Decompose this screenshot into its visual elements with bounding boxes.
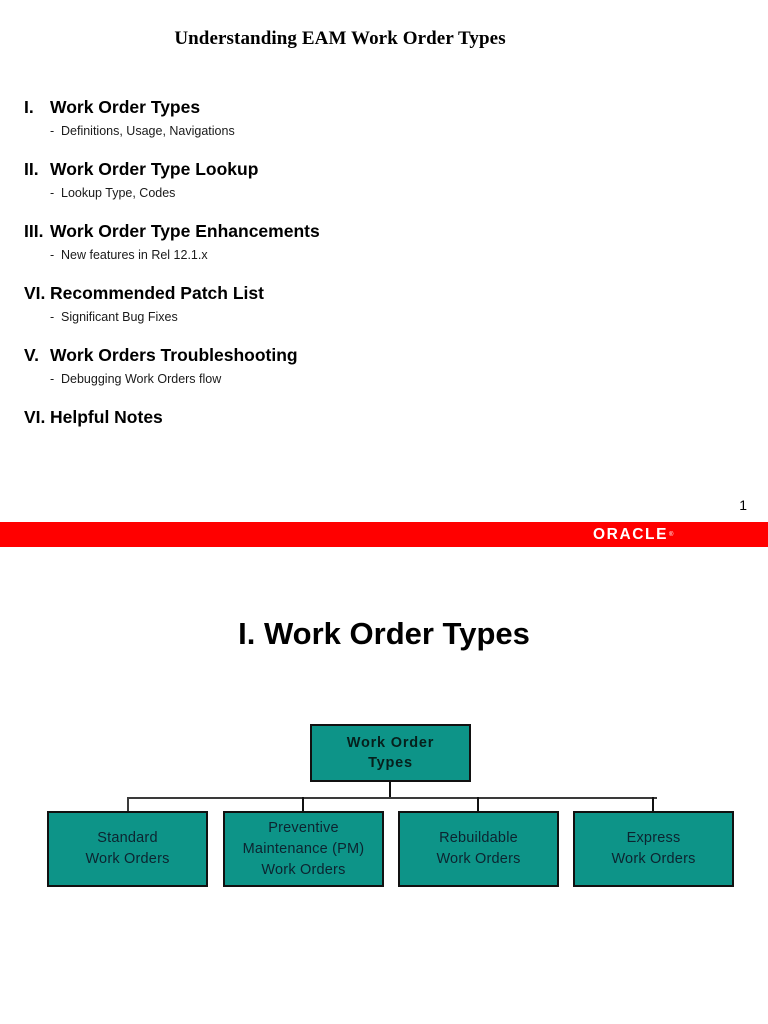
agenda-item-5-subtext-row: -Debugging Work Orders flow [0, 371, 768, 387]
agenda-item-3-subtext: New features in Rel 12.1.x [61, 248, 208, 262]
node-express-work-orders: Express Work Orders [573, 811, 734, 887]
node-standard-work-orders: Standard Work Orders [47, 811, 208, 887]
node-rebuildable-work-orders-line-2: Work Orders [436, 851, 521, 867]
agenda-item-2-numeral: II. [24, 159, 39, 179]
agenda-item-2-subtext: Lookup Type, Codes [61, 186, 176, 200]
agenda-item-5-dash: - [50, 372, 55, 386]
section-title: I. Work Order Types [238, 615, 530, 651]
node-preventive-maintenance-work-orders-line-3: Work Orders [261, 861, 346, 878]
agenda-item-3-subtext-row: -New features in Rel 12.1.x [0, 247, 768, 263]
agenda-item-5-heading: V. Work Orders Troubleshooting [0, 344, 768, 366]
agenda-item-3-heading: III. Work Order Type Enhancements [0, 220, 768, 242]
agenda-item-5: V. Work Orders Troubleshooting -Debugging… [0, 344, 768, 387]
node-preventive-maintenance-work-orders-line-2: Maintenance (PM) [242, 840, 365, 857]
agenda-item-5-numeral: V. [24, 345, 39, 365]
agenda-item-4: VI.Recommended Patch List -Significant B… [0, 282, 768, 325]
agenda-item-4-subtext: Significant Bug Fixes [61, 310, 178, 324]
connector-horizontal-bus [127, 797, 657, 799]
agenda-item-4-heading: VI.Recommended Patch List [0, 282, 768, 304]
connector-drop-preventive [302, 797, 304, 812]
connector-root-stem [389, 782, 391, 798]
agenda-item-6: VI.Helpful Notes [0, 406, 768, 428]
agenda-item-1-dash: - [50, 124, 55, 138]
oracle-wordmark: ORACLE [593, 526, 669, 543]
agenda-item-3-title: Work Order Type Enhancements [50, 221, 320, 241]
connector-drop-express [652, 797, 654, 812]
node-standard-work-orders-line-2: Work Orders [85, 851, 170, 867]
agenda-item-6-heading: VI.Helpful Notes [0, 406, 768, 428]
node-express-work-orders-line-1: Express [626, 830, 681, 846]
agenda-item-2-dash: - [50, 186, 55, 200]
work-order-types-org-chart: Work Order Types Standard Work Orders Pr… [0, 707, 768, 967]
agenda-item-1: I. Work Order Types -Definitions, Usage, … [0, 96, 768, 139]
node-work-order-types-line-2: Types [368, 755, 413, 771]
agenda-item-1-title: Work Order Types [50, 97, 201, 117]
agenda-item-4-subtext-row: -Significant Bug Fixes [0, 309, 768, 325]
agenda-item-6-title: Helpful Notes [50, 407, 163, 427]
node-preventive-maintenance-work-orders-line-1: Preventive [268, 819, 339, 836]
agenda-item-5-subtext: Debugging Work Orders flow [61, 372, 222, 386]
agenda-item-4-title: Recommended Patch List [50, 283, 264, 303]
connector-drop-standard [127, 797, 129, 812]
agenda-item-4-dash: - [50, 310, 55, 324]
node-standard-work-orders-line-1: Standard [97, 830, 158, 846]
agenda-item-2-subtext-row: -Lookup Type, Codes [0, 185, 768, 201]
agenda-item-1-heading: I. Work Order Types [0, 96, 768, 118]
oracle-logo: ORACLE® [593, 525, 673, 544]
agenda-item-2: II. Work Order Type Lookup -Lookup Type, … [0, 158, 768, 201]
node-work-order-types: Work Order Types [310, 724, 471, 782]
agenda-item-6-numeral: VI. [24, 407, 46, 427]
agenda-item-3-numeral: III. [24, 221, 44, 241]
node-rebuildable-work-orders-line-1: Rebuildable [439, 830, 518, 846]
agenda-item-1-numeral: I. [24, 97, 34, 117]
agenda-item-1-subtext-row: -Definitions, Usage, Navigations [0, 123, 768, 139]
oracle-footer-bar: ORACLE® [0, 522, 768, 547]
agenda-item-3: III. Work Order Type Enhancements -New fe… [0, 220, 768, 263]
deck-title: Understanding EAM Work Order Types [174, 27, 506, 49]
connector-drop-rebuildable [477, 797, 479, 812]
agenda-item-2-title: Work Order Type Lookup [50, 159, 259, 179]
agenda-item-3-dash: - [50, 248, 55, 262]
page-number: 1 [739, 497, 747, 513]
node-work-order-types-line-1: Work Order [346, 735, 435, 751]
slide-agenda: Understanding EAM Work Order Types I. Wor… [0, 27, 768, 547]
slide-work-order-types: I. Work Order Types Work Order Types Sta… [0, 547, 768, 1024]
node-rebuildable-work-orders: Rebuildable Work Orders [398, 811, 559, 887]
agenda-item-4-numeral: VI. [24, 283, 46, 303]
agenda-item-1-subtext: Definitions, Usage, Navigations [61, 124, 235, 138]
node-preventive-maintenance-work-orders: Preventive Maintenance (PM) Work Orders [223, 811, 384, 887]
registered-trademark-icon: ® [669, 531, 674, 538]
node-express-work-orders-line-2: Work Orders [611, 851, 696, 867]
agenda-item-2-heading: II. Work Order Type Lookup [0, 158, 768, 180]
agenda-list: I.Work Order Types -Definitions, Usage, … [0, 96, 768, 428]
agenda-item-5-title: Work Orders Troubleshooting [50, 345, 298, 365]
